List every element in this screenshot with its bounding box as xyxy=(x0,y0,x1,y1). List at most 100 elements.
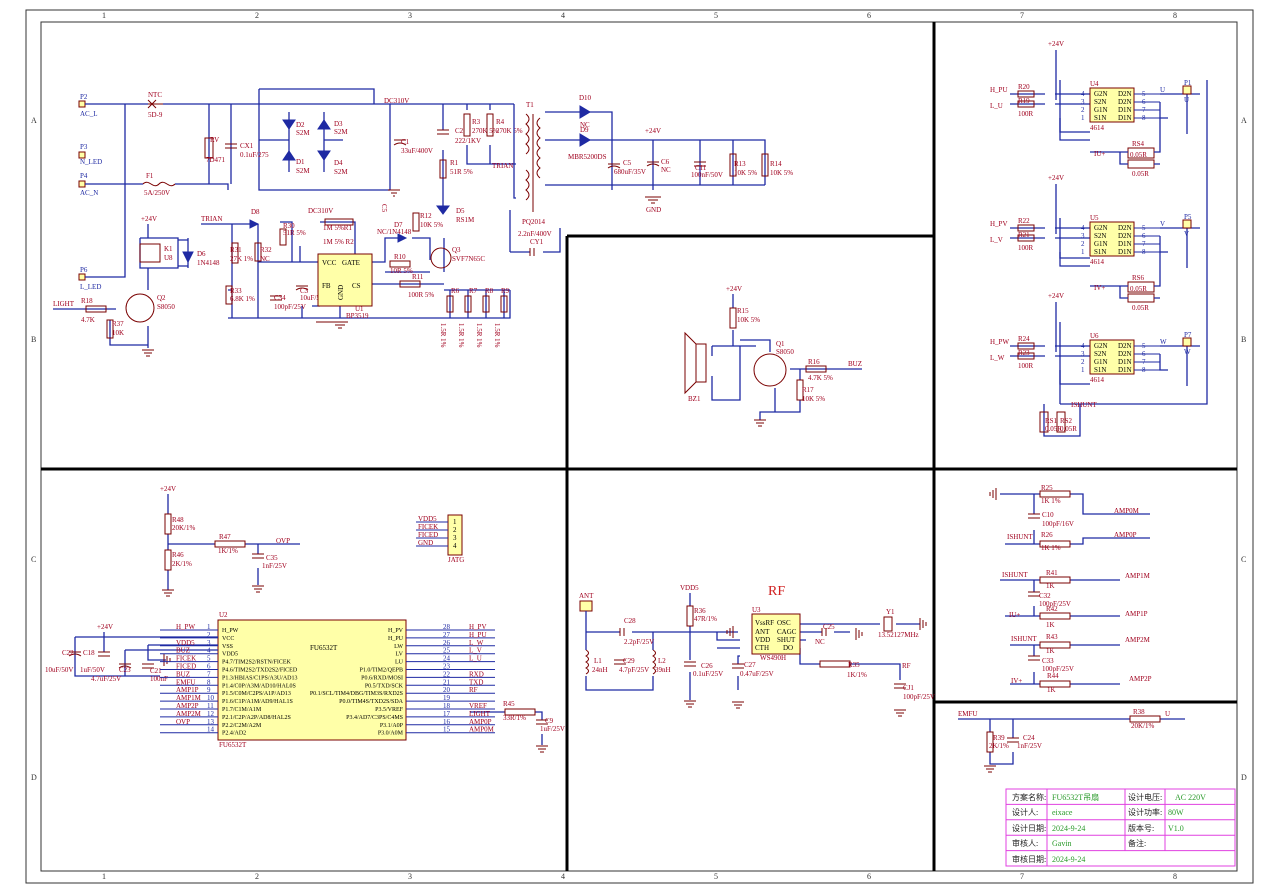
resistor-r6[interactable] xyxy=(446,295,454,313)
antenna-ant[interactable] xyxy=(579,600,593,612)
chip-u2[interactable] xyxy=(217,619,407,741)
diode-d10[interactable] xyxy=(579,105,591,119)
connector-p3[interactable] xyxy=(78,151,86,159)
resistor-r38[interactable] xyxy=(1129,715,1161,723)
resistor-r15[interactable] xyxy=(729,307,737,329)
resistor-r4[interactable] xyxy=(486,113,494,137)
resistor-r1-r2[interactable] xyxy=(324,218,354,226)
resistor-r18[interactable] xyxy=(85,305,107,313)
resistor-r31[interactable] xyxy=(231,242,239,264)
varistor-rv[interactable] xyxy=(204,137,214,159)
jtag-header[interactable] xyxy=(447,514,463,556)
r33-ref: R33 xyxy=(230,287,242,295)
resistor-r35[interactable] xyxy=(819,660,851,668)
mosfet-0-gate-resistor-low[interactable] xyxy=(1017,100,1035,108)
resistor-r17[interactable] xyxy=(796,379,804,401)
resistor-r45[interactable] xyxy=(504,708,536,716)
relay-k1[interactable] xyxy=(139,243,161,263)
resistor-r11[interactable] xyxy=(399,280,421,288)
resistor-rs2[interactable] xyxy=(1056,411,1066,433)
resistor-r16[interactable] xyxy=(805,365,827,373)
u3-part: WS490H xyxy=(760,654,786,662)
mcu-left-pin-10: P1.7/C1M/A1M xyxy=(222,707,262,713)
connector-p6[interactable] xyxy=(78,273,86,281)
diode-d5[interactable] xyxy=(436,205,450,215)
chip-u3[interactable] xyxy=(751,613,801,655)
c28-ref: C28 xyxy=(624,617,636,625)
mosfet-1-sense-resistor-2[interactable] xyxy=(1127,293,1155,303)
mosfet-2-connector[interactable] xyxy=(1182,337,1192,347)
mosfet-1-chip[interactable] xyxy=(1089,221,1135,257)
mosfet-2-chip[interactable] xyxy=(1089,339,1135,375)
connector-p4[interactable] xyxy=(78,180,86,188)
resistor-r32[interactable] xyxy=(254,242,262,262)
transistor-q1[interactable] xyxy=(753,353,787,387)
grid-column-labels: 1 2 3 4 5 6 7 8 1 2 3 4 5 6 7 8 xyxy=(102,11,1177,881)
connector-p2[interactable] xyxy=(78,100,86,108)
resistor-r48[interactable] xyxy=(164,513,172,535)
chip-u1[interactable] xyxy=(317,253,373,307)
resistor-r36[interactable] xyxy=(686,605,694,627)
mosfet-1-sense-resistor[interactable] xyxy=(1127,281,1155,293)
title-block: 方案名称: FU6532T吊扇 设计电压: AC 220V 设计人: eixac… xyxy=(1005,788,1236,867)
mosfet-0-pin-left-3: S1N xyxy=(1094,114,1106,122)
resistor-r33[interactable] xyxy=(225,285,233,305)
mosfet-0-sense-resistor-2[interactable] xyxy=(1127,159,1155,169)
diode-d6[interactable] xyxy=(182,251,194,264)
mosfet-2-gate-resistor-low[interactable] xyxy=(1017,352,1035,360)
resistor-r26[interactable] xyxy=(1039,540,1071,548)
mcu-right-num-4: 24 xyxy=(443,655,451,663)
resistor-r37[interactable] xyxy=(106,319,114,339)
mosfet-0-sense-resistor[interactable] xyxy=(1127,147,1155,159)
mosfet-0-connector[interactable] xyxy=(1182,85,1192,95)
d4-value: S2M xyxy=(334,168,348,176)
resistor-r46[interactable] xyxy=(164,549,172,571)
resistor-r14[interactable] xyxy=(761,153,769,177)
mosfet-0-pin-left-0: G2N xyxy=(1094,90,1108,98)
cx1-value: 0.1uF/275 xyxy=(240,151,269,159)
r14-value: 10K 5% xyxy=(770,169,793,177)
c11-value: 100nF/50V xyxy=(691,171,723,179)
mosfet-0-gate-resistor-high[interactable] xyxy=(1017,90,1035,98)
diode-d7[interactable] xyxy=(397,233,408,243)
design-power-value: 80W xyxy=(1168,808,1184,817)
resistor-r43[interactable] xyxy=(1039,641,1071,649)
resistor-r10[interactable] xyxy=(389,260,411,268)
mosfet-0-rl-ref: R19 xyxy=(1018,97,1030,105)
resistor-rs1[interactable] xyxy=(1039,411,1049,433)
mosfet-2-rh-ref: R24 xyxy=(1018,335,1030,343)
mosfet-1-connector[interactable] xyxy=(1182,219,1192,229)
resistor-r12[interactable] xyxy=(412,212,420,232)
resistor-r25[interactable] xyxy=(1039,490,1071,498)
u3-pin-ant: ANT xyxy=(755,628,770,636)
diode-d9[interactable] xyxy=(579,133,591,147)
mosfet-0-ref: U4 xyxy=(1090,80,1099,88)
resistor-r42[interactable] xyxy=(1039,612,1071,620)
resistor-r39[interactable] xyxy=(986,731,994,753)
resistor-r3[interactable] xyxy=(463,113,471,137)
resistor-r1[interactable] xyxy=(439,159,447,179)
u3-pin-vssrf: VssRF xyxy=(755,619,774,627)
mosfet-q3[interactable] xyxy=(430,247,452,269)
grid-col-3: 3 xyxy=(408,11,412,20)
resistor-r8[interactable] xyxy=(482,295,490,313)
resistor-r47[interactable] xyxy=(214,540,246,548)
mosfet-0-chip[interactable] xyxy=(1089,87,1135,123)
resistor-r41[interactable] xyxy=(1039,576,1071,584)
light-net-label: LIGHT xyxy=(53,300,75,308)
mosfet-2-gate-resistor-high[interactable] xyxy=(1017,342,1035,350)
r7-value: 1.5R 1% xyxy=(457,323,465,348)
resistor-r7[interactable] xyxy=(464,295,472,313)
mosfet-1-gate-resistor-low[interactable] xyxy=(1017,234,1035,242)
resistor-r44[interactable] xyxy=(1039,680,1071,688)
buzzer-bz1[interactable] xyxy=(684,331,707,395)
resistor-r9[interactable] xyxy=(500,295,508,313)
crystal-y1[interactable] xyxy=(883,616,893,632)
mcu-center-label: FU6532T xyxy=(310,644,338,652)
mosfet-1-gate-resistor-high[interactable] xyxy=(1017,224,1035,232)
resistor-r30[interactable] xyxy=(279,228,287,246)
diode-d8[interactable] xyxy=(249,219,260,229)
transistor-q2[interactable] xyxy=(125,293,155,323)
resistor-r13[interactable] xyxy=(729,153,737,177)
